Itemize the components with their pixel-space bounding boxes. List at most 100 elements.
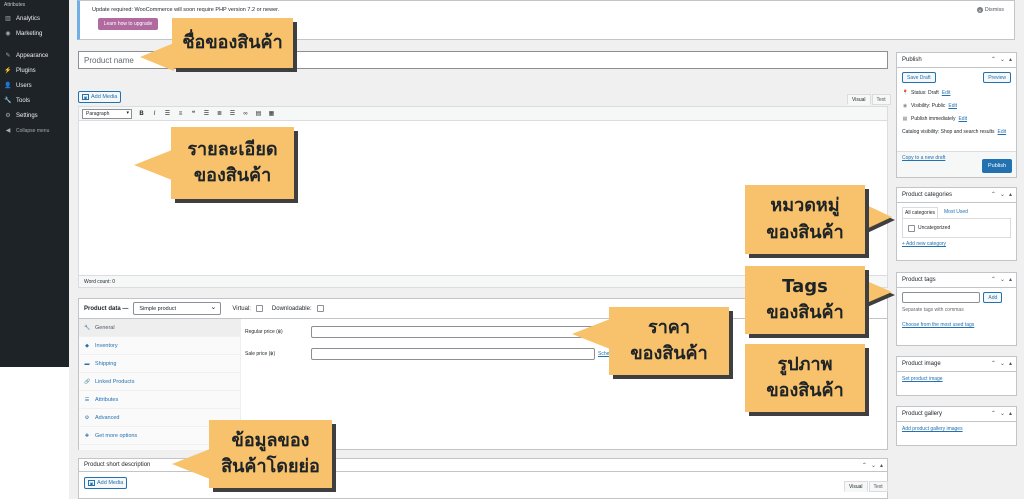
regular-price-input[interactable] (311, 326, 595, 338)
format-select[interactable]: Paragraph (82, 108, 132, 119)
tab-shipping[interactable]: ▬Shipping (79, 355, 240, 373)
bullet-list-icon[interactable]: ☰ (164, 111, 171, 117)
tab-visual[interactable]: Visual (847, 94, 871, 105)
move-up-icon[interactable]: ⌃ (990, 192, 996, 198)
editor-mode-tabs: Visual Text (847, 94, 891, 105)
sidebar-item-marketing[interactable]: ◉ Marketing (0, 26, 69, 41)
toggle-panel-icon[interactable]: ▴ (1008, 57, 1012, 63)
tab-label: Shipping (95, 360, 117, 367)
move-down-icon[interactable]: ⌄ (999, 411, 1005, 417)
save-draft-button[interactable]: Save Draft (902, 72, 936, 83)
choose-tags-link[interactable]: Choose from the most used tags (902, 322, 975, 329)
status-edit-link[interactable]: Edit (941, 89, 951, 96)
tab-linked-products[interactable]: 🔗Linked Products (79, 373, 240, 391)
move-down-icon[interactable]: ⌄ (999, 57, 1005, 63)
numbered-list-icon[interactable]: ≡ (178, 110, 183, 117)
link-icon[interactable]: ∞ (243, 110, 248, 117)
toggle-panel-icon[interactable]: ▴ (1008, 192, 1012, 198)
tab-advanced[interactable]: ⚙Advanced (79, 409, 240, 427)
analytics-icon: ▥ (5, 16, 11, 22)
tag-input[interactable] (902, 292, 980, 303)
blockquote-icon[interactable]: ❝ (191, 111, 196, 117)
sidebar-item-label: Marketing (16, 30, 43, 37)
sale-price-input[interactable] (311, 348, 595, 360)
sidebar-item-label: Collapse menu (16, 127, 50, 134)
tab-text[interactable]: Text (868, 481, 888, 492)
box-controls: ⌃ ⌄ ▴ (991, 276, 1012, 283)
dismiss-button[interactable]: ✕ Dismiss (976, 7, 1004, 13)
admin-sidebar: Attributes ▥Analytics ◉ Marketing ✎Appearan… (0, 0, 69, 367)
sidebar-item-plugins[interactable]: ⚡Plugins (0, 63, 69, 78)
sale-price-row: Sale price (฿) Schedule (245, 348, 619, 360)
callout-product-name: ชื่อของสินค้า (172, 18, 293, 68)
move-down-icon[interactable]: ⌄ (999, 277, 1005, 283)
italic-icon[interactable]: I (153, 110, 156, 117)
publish-header: Publish ⌃ ⌄ ▴ (897, 53, 1016, 68)
sidebar-item-appearance[interactable]: ✎Appearance (0, 48, 69, 63)
toggle-panel-icon[interactable]: ▴ (1008, 361, 1012, 367)
callout-arrow (140, 43, 174, 71)
tab-label: General (95, 324, 115, 331)
tab-inventory[interactable]: ◆Inventory (79, 337, 240, 355)
short-add-media-button[interactable]: ▣ Add Media (84, 477, 128, 489)
toggle-panel-icon[interactable]: ▴ (1008, 411, 1012, 417)
sidebar-item-tools[interactable]: 🔧Tools (0, 93, 69, 108)
downloadable-checkbox[interactable] (316, 305, 324, 312)
gallery-title: Product gallery (902, 411, 943, 417)
toolbar-toggle-icon[interactable]: ▦ (268, 111, 275, 117)
publish-time-edit-link[interactable]: Edit (958, 115, 968, 122)
tab-get-more-options[interactable]: ✚Get more options (79, 427, 240, 445)
uncategorized-checkbox[interactable] (908, 224, 915, 232)
bold-icon[interactable]: B (139, 110, 144, 117)
box-controls: ⌃ ⌄ ▴ (991, 360, 1012, 367)
sidebar-item-attributes[interactable]: Attributes (4, 2, 26, 8)
product-categories-box: Product categories ⌃ ⌄ ▴ All categories … (896, 187, 1017, 261)
publish-title: Publish (902, 57, 922, 63)
toggle-panel-icon[interactable]: ▴ (1008, 277, 1012, 283)
add-gallery-link[interactable]: Add product gallery images (902, 426, 963, 432)
schedule-link[interactable]: Schedule (598, 351, 619, 357)
plugins-icon: ⚡ (4, 68, 12, 74)
align-center-icon[interactable]: ≣ (216, 111, 223, 117)
toggle-panel-icon[interactable]: ▴ (879, 463, 883, 469)
learn-upgrade-button[interactable]: Learn how to upgrade (98, 18, 158, 30)
move-down-icon[interactable]: ⌄ (870, 463, 876, 469)
product-type-select[interactable]: Simple product (133, 302, 222, 315)
catalog-edit-link[interactable]: Edit (997, 128, 1007, 135)
publish-button[interactable]: Publish (982, 159, 1012, 173)
sidebar-item-analytics[interactable]: ▥Analytics (0, 11, 69, 26)
move-up-icon[interactable]: ⌃ (990, 411, 996, 417)
preview-button[interactable]: Preview (983, 72, 1011, 83)
tab-visual[interactable]: Visual (844, 481, 868, 492)
visibility-edit-link[interactable]: Edit (948, 102, 957, 109)
add-category-link[interactable]: + Add new category (902, 241, 947, 247)
callout-text: ของสินค้า (766, 221, 844, 243)
move-up-icon[interactable]: ⌃ (990, 57, 996, 63)
read-more-icon[interactable]: ▤ (255, 111, 262, 117)
copy-draft-link[interactable]: Copy to a new draft (902, 155, 946, 161)
tab-text[interactable]: Text (871, 94, 891, 105)
sidebar-item-label: Tools (16, 97, 31, 104)
set-image-link[interactable]: Set product image (902, 376, 943, 382)
move-up-icon[interactable]: ⌃ (990, 361, 996, 367)
sidebar-item-settings[interactable]: ⚙Settings (0, 108, 69, 123)
callout-tags: Tags ของสินค้า (745, 266, 865, 334)
move-down-icon[interactable]: ⌄ (999, 192, 1005, 198)
tab-attributes[interactable]: ☰Attributes (79, 391, 240, 409)
virtual-checkbox[interactable] (255, 305, 263, 312)
tags-title: Product tags (902, 277, 936, 283)
add-tag-button[interactable]: Add (983, 292, 1003, 304)
align-left-icon[interactable]: ☰ (203, 111, 210, 117)
sidebar-item-collapse-menu[interactable]: ◀Collapse menu (0, 123, 69, 138)
move-up-icon[interactable]: ⌃ (990, 277, 996, 283)
sale-price-label: Sale price (฿) (245, 351, 276, 357)
move-up-icon[interactable]: ⌃ (861, 463, 867, 469)
sidebar-item-users[interactable]: 👤Users (0, 78, 69, 93)
tab-general[interactable]: 🔧General (79, 319, 240, 337)
tab-all-categories[interactable]: All categories (902, 207, 939, 218)
align-right-icon[interactable]: ☰ (229, 111, 236, 117)
marketing-icon: ◉ (5, 31, 11, 37)
add-media-button[interactable]: ▣ Add Media (78, 91, 122, 103)
tab-most-used[interactable]: Most Used (944, 209, 968, 215)
move-down-icon[interactable]: ⌄ (999, 361, 1005, 367)
